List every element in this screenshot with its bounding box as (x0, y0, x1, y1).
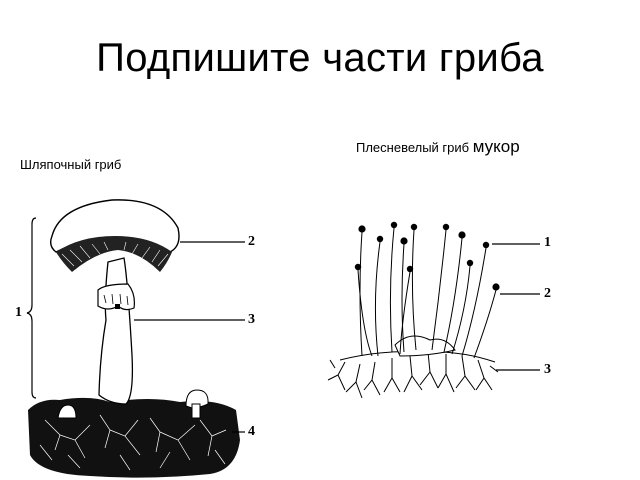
mucor-sporangiophore (474, 290, 496, 358)
mucor-sporangium (355, 264, 361, 270)
mucor-sporangium (411, 224, 417, 230)
mucor-sporangium (458, 231, 465, 238)
mucor-label-3: 3 (544, 363, 551, 377)
mucor-sporangium (467, 260, 473, 266)
mucor-sporangiophore (390, 228, 394, 352)
mucor-sporangiophore (452, 266, 470, 354)
mucor-sporangiophore (462, 248, 486, 356)
mucor-sporangium (358, 225, 365, 232)
mucor-sporangiophore (412, 230, 416, 350)
mucor-sporangium (400, 237, 407, 244)
mucor-label-1: 1 (544, 236, 551, 250)
mucor-sporangium (483, 242, 489, 248)
mucor-sporangium (377, 236, 383, 242)
mucor-sporangiophore (432, 230, 446, 350)
mucor-sporangiophore (402, 244, 404, 352)
mucor-sporangium (492, 283, 499, 290)
mucor-sporangium (391, 222, 397, 228)
mucor-sporangium (407, 266, 413, 272)
mucor-sporangiophore (444, 238, 462, 352)
mucor-sporangiophore (375, 242, 380, 356)
mucor-sporangium (443, 224, 449, 230)
mucor-label-2: 2 (544, 287, 551, 301)
